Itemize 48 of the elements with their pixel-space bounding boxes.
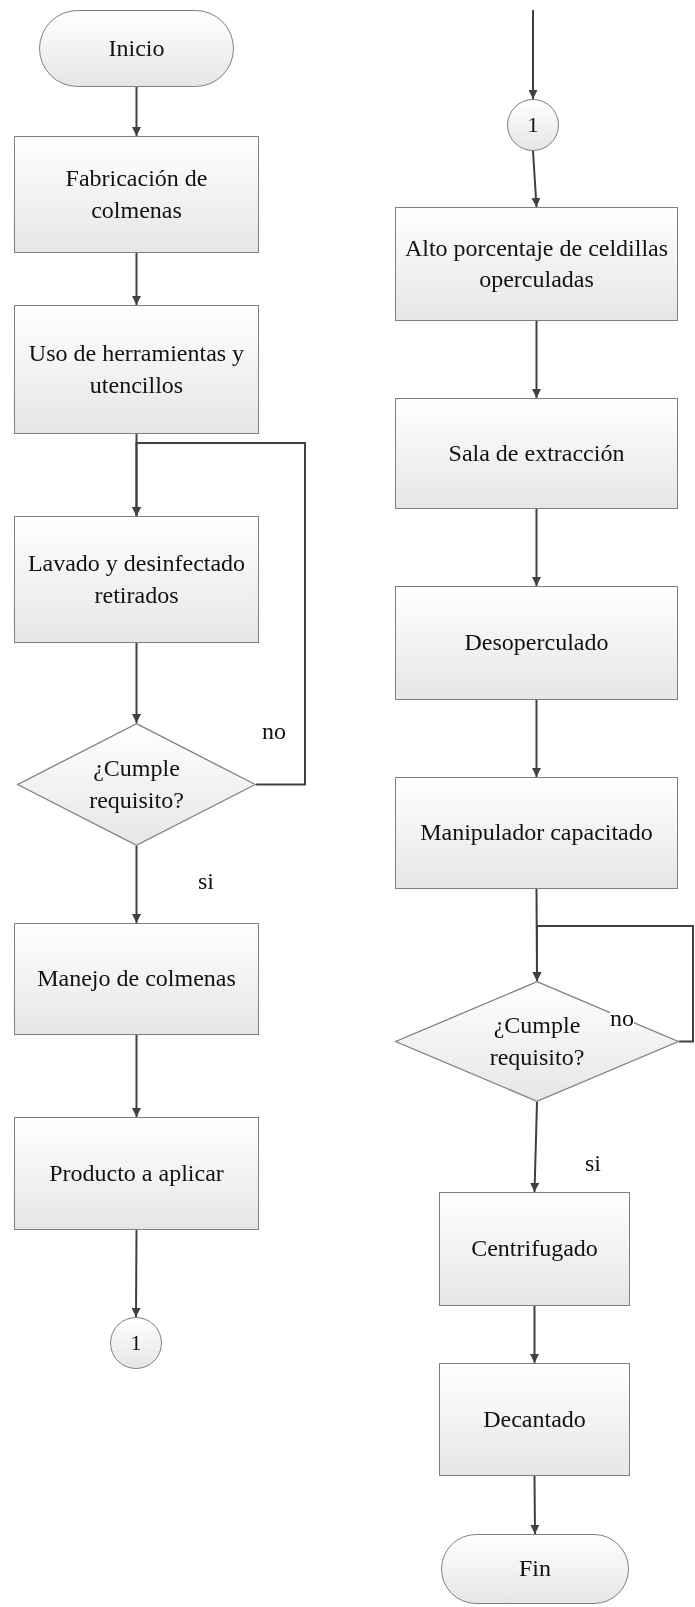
process-box [14, 136, 259, 253]
node-text: Fabricación de colmenas [64, 164, 209, 225]
node-text: Fin [518, 1554, 552, 1584]
arrow [132, 86, 141, 137]
node-text: Decantado [482, 1404, 587, 1434]
arrow [531, 150, 541, 208]
decision-diamond [395, 981, 679, 1102]
node-text: Desoperculado [463, 628, 610, 658]
node-text: Alto porcentaje de celdillas operculadas [403, 233, 670, 294]
arrow [132, 845, 141, 924]
process-box [395, 207, 678, 321]
arrow [532, 508, 541, 587]
node-text: Uso de herramientas y utencillos [27, 339, 246, 400]
process-box [14, 1117, 259, 1230]
arrow [530, 1305, 539, 1364]
node-text: Centrifugado [470, 1234, 599, 1264]
decision-diamond [17, 723, 256, 846]
process-box [439, 1192, 630, 1306]
arrow [528, 9, 538, 100]
arrow [532, 320, 541, 399]
arrow [532, 699, 541, 778]
connector-circle [110, 1317, 162, 1369]
node-text: Inicio [107, 33, 166, 63]
arrow [132, 442, 306, 786]
process-box [14, 305, 259, 434]
node-text: 1 [129, 1328, 143, 1357]
node-text: Producto a aplicar [48, 1158, 225, 1188]
connector-circle [507, 99, 559, 151]
arrow [131, 1229, 141, 1318]
arrow [530, 1101, 540, 1193]
process-box [395, 777, 678, 889]
arrow [132, 252, 141, 306]
node-text: Lavado y desinfectado retirados [26, 549, 247, 610]
node-text: Manipulador capacitado [419, 818, 654, 848]
process-box [395, 586, 678, 700]
arrow [530, 1475, 540, 1535]
node-text: 1 [526, 110, 540, 139]
node-text: ¿Cumple requisito? [88, 754, 185, 815]
arrow [132, 1034, 141, 1118]
arrow [532, 925, 694, 1043]
node-text: Sala de extracción [447, 438, 626, 468]
node-text: ¿Cumple requisito? [488, 1011, 586, 1072]
process-box [439, 1363, 630, 1476]
process-box [14, 516, 259, 643]
process-box [395, 398, 678, 509]
node-text: Manejo de colmenas [36, 964, 237, 994]
process-box [14, 923, 259, 1035]
arrow [132, 642, 141, 724]
